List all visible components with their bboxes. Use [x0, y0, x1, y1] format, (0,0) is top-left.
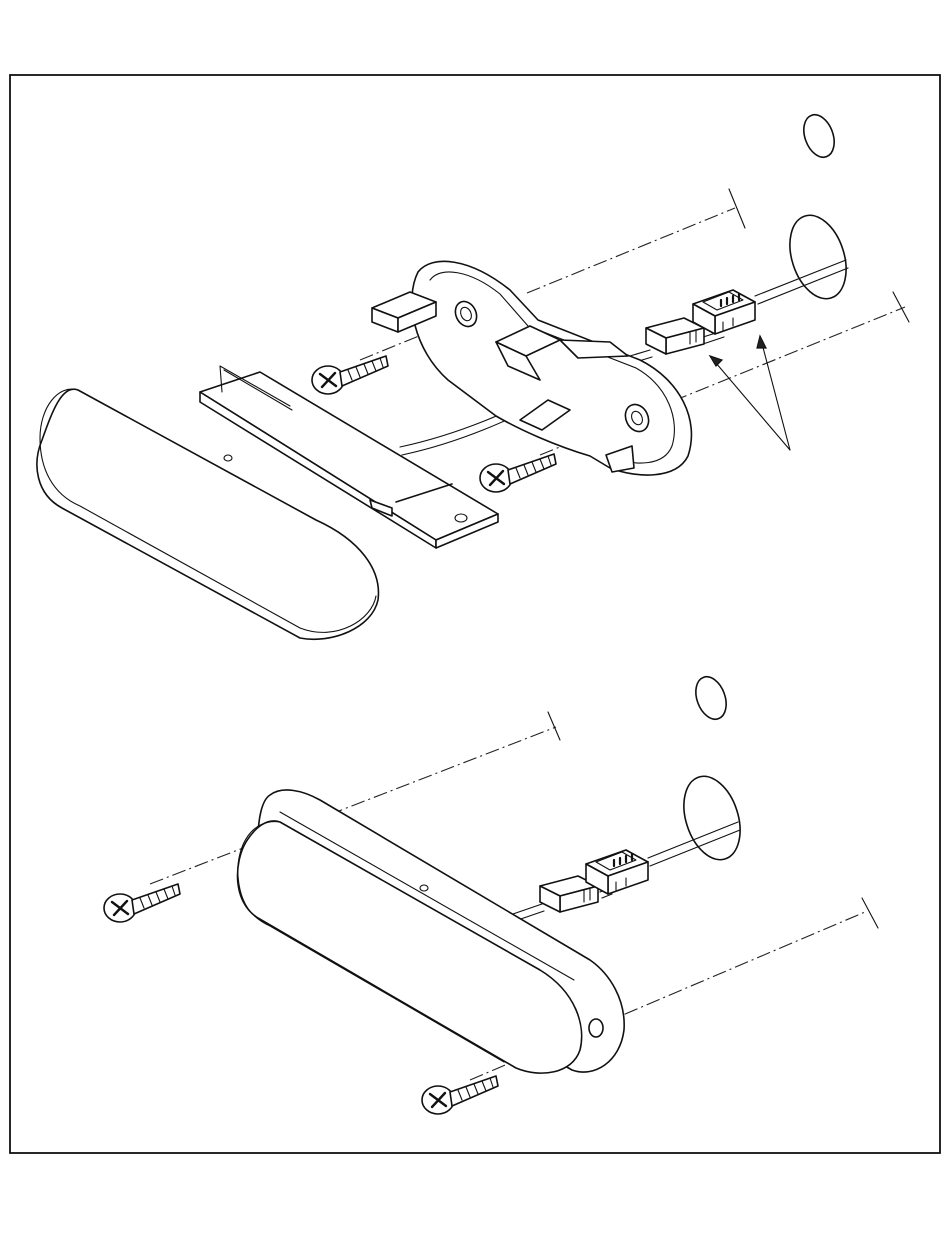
screw-upper-right — [480, 454, 556, 492]
screw-upper-left — [312, 356, 388, 394]
plug-hole-lower — [690, 673, 731, 724]
connector-socket-lower — [586, 850, 648, 894]
leader-arrows — [710, 336, 790, 450]
connector-socket-upper — [693, 290, 755, 334]
plug-hole-upper — [798, 111, 839, 162]
mounting-bracket — [372, 261, 691, 475]
flanged-light-housing — [237, 790, 624, 1073]
screw-lower-left — [104, 884, 180, 922]
screw-lower-right — [422, 1076, 498, 1114]
wire-grommet-upper — [780, 208, 856, 306]
